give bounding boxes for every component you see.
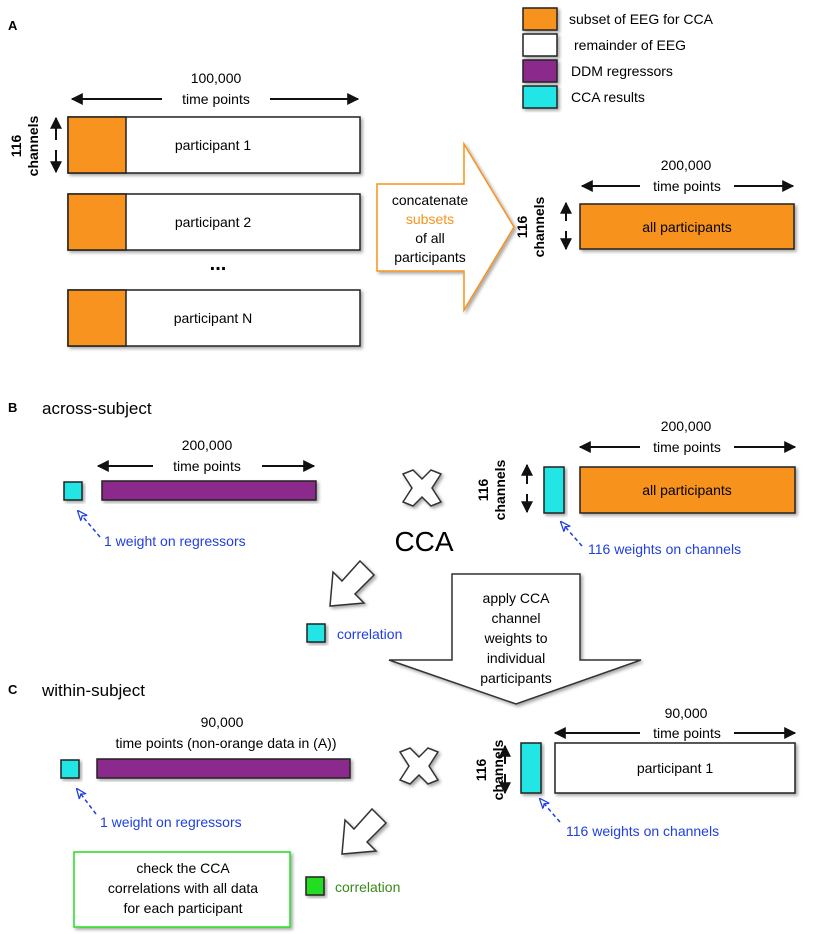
b-channel-weights-bar [543, 466, 565, 514]
a-channels-count: 116 [8, 134, 24, 157]
b-channel-weights-pointer [561, 522, 583, 547]
c-check-line1: check the CCA [136, 860, 230, 876]
legend-swatch-white [522, 33, 558, 57]
c-ddm-regressors-bar [96, 758, 351, 779]
participant-2-label: participant 2 [175, 214, 251, 230]
concatenate-line3: of all [415, 230, 445, 246]
b-all-participants-label: all participants [642, 482, 732, 498]
concatenate-line2: subsets [406, 211, 454, 227]
c-regressor-weight-label: 1 weight on regressors [100, 814, 242, 830]
c-channels-label: channels [490, 739, 506, 800]
concatenate-line1: concatenate [392, 192, 468, 208]
legend-label-ddm: DDM regressors [571, 63, 673, 79]
b-regressor-weight-square [63, 481, 83, 501]
c-right-timepoints-label: time points [653, 725, 721, 741]
b-right-timepoints-count: 200,000 [661, 418, 712, 434]
b-channels-label: channels [492, 459, 508, 520]
participant-1-subset [67, 116, 127, 174]
b-down-left-arrow [329, 559, 376, 607]
c-check-box [73, 851, 291, 928]
participants-ellipsis: ... [210, 253, 227, 275]
b-channel-weights-label: 116 weights on channels [588, 541, 741, 557]
c-multiply-icon [398, 747, 440, 785]
b-multiply-icon [401, 469, 443, 507]
legend-swatch-cyan [522, 85, 558, 109]
a-result-channels-count: 116 [514, 215, 530, 238]
participant-n-subset [67, 289, 127, 347]
c-channel-weights-pointer [540, 799, 561, 823]
concatenate-arrow [376, 141, 515, 313]
legend-swatch-purple [522, 59, 558, 83]
c-correlation-square [305, 876, 325, 896]
a-timepoints-label: time points [182, 91, 250, 107]
c-regressor-weight-pointer [77, 789, 97, 815]
participant-1-label: participant 1 [175, 137, 251, 153]
legend: subset of EEG for CCA remainder of EEG D… [522, 7, 714, 109]
legend-swatch-orange [522, 7, 558, 31]
b-all-participants-box [579, 466, 796, 514]
a-all-participants-label: all participants [642, 219, 732, 235]
participant-row-1: participant 1 [67, 116, 361, 174]
concatenate-line4: participants [394, 249, 466, 265]
apply-line1: apply CCA [483, 590, 551, 606]
b-right-timepoints-label: time points [653, 439, 721, 455]
b-channels-count: 116 [475, 478, 491, 501]
apply-line2: channel [491, 610, 540, 626]
apply-cca-arrow [388, 573, 642, 705]
b-correlation-square [306, 623, 326, 643]
participant-row-n: participant N [67, 289, 361, 347]
b-regressor-weight-pointer [78, 511, 101, 538]
c-timepoints-label: time points (non-orange data in (A)) [116, 735, 337, 751]
b-cca-label: CCA [394, 526, 453, 557]
apply-line5: participants [480, 670, 552, 686]
c-channel-weights-bar [520, 742, 542, 794]
c-right-timepoints-count: 90,000 [665, 705, 708, 721]
c-down-left-arrow [341, 807, 388, 855]
c-correlation-label: correlation [335, 879, 400, 895]
b-correlation-label: correlation [337, 626, 402, 642]
panel-c-letter: C [8, 682, 18, 697]
a-channels-label: channels [25, 115, 41, 176]
c-check-line3: for each participant [123, 900, 242, 916]
panel-c-title: within-subject [41, 681, 145, 700]
c-check-line2: correlations with all data [108, 880, 258, 896]
apply-line4: individual [487, 650, 545, 666]
a-result-timepoints-count: 200,000 [661, 157, 712, 173]
c-channel-weights-label: 116 weights on channels [566, 823, 719, 839]
a-timepoints-count: 100,000 [191, 70, 242, 86]
c-timepoints-count: 90,000 [201, 714, 244, 730]
b-timepoints-count: 200,000 [182, 437, 233, 453]
c-channels-count: 116 [473, 758, 489, 781]
legend-label-remainder: remainder of EEG [574, 37, 686, 53]
b-ddm-regressors-bar [101, 480, 317, 501]
panel-b-letter: B [8, 400, 17, 415]
panel-a-letter: A [8, 18, 18, 33]
a-all-participants-box [579, 203, 795, 250]
legend-label-cca-results: CCA results [571, 89, 645, 105]
b-timepoints-label: time points [173, 458, 241, 474]
c-participant-label: participant 1 [637, 760, 713, 776]
b-regressor-weight-label: 1 weight on regressors [104, 533, 246, 549]
apply-line3: weights to [483, 630, 547, 646]
c-participant-box [554, 742, 796, 794]
a-result-channels-label: channels [531, 196, 547, 257]
panel-b-title: across-subject [42, 399, 152, 418]
participant-n-label: participant N [174, 310, 253, 326]
legend-label-subset: subset of EEG for CCA [569, 11, 714, 27]
participant-row-2: participant 2 [67, 193, 361, 251]
c-regressor-weight-square [60, 759, 80, 779]
a-result-timepoints-label: time points [653, 178, 721, 194]
participant-2-subset [67, 193, 127, 251]
